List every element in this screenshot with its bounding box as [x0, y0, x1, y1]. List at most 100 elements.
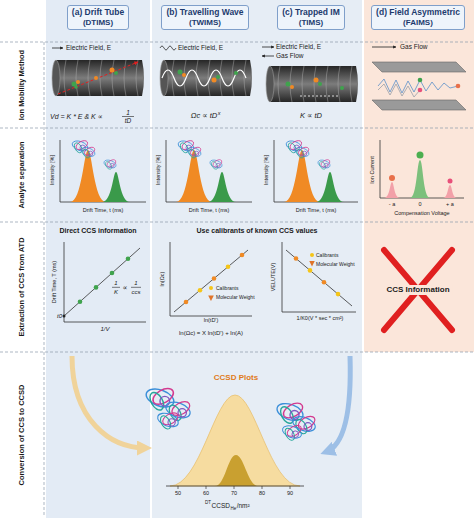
axis-label: Drift Time, t (ms) [83, 208, 124, 214]
column-backgrounds-part [364, 0, 474, 352]
header-text: (DTIMS) [72, 18, 124, 27]
ccs-plot-c-part [294, 256, 299, 261]
drift-plot-a-part [80, 146, 96, 160]
drift-tube-part [52, 48, 63, 49]
ccs-plot-c [282, 242, 356, 312]
ion-cluster-part [178, 70, 183, 75]
ion-cluster-part [234, 71, 238, 75]
faims-plot-part [389, 175, 395, 181]
drift-plot-c-part [294, 146, 310, 160]
faims-plates-part [456, 84, 461, 89]
drift-tube-part [58, 62, 138, 94]
formula: 1 [114, 280, 117, 286]
ccsd-plot-part-part [290, 486, 291, 489]
header-text: (TWIMS) [166, 18, 243, 27]
ccs-plot-b [170, 242, 252, 316]
axis-label: ln(Ωc) [160, 272, 166, 287]
formula: 1 [134, 280, 137, 286]
ccsd-plot-part [281, 423, 303, 442]
faims-plot-part [380, 140, 464, 198]
axis-label: Compensation Voltage [394, 211, 449, 217]
faims-plot-part [384, 182, 400, 198]
formula: ln(Ωc) = X ln(tD') + ln(A) [179, 330, 243, 336]
column-backgrounds-part [46, 0, 150, 518]
panel-heading: Use calibrants of known CCS values [197, 227, 318, 234]
header-text: (TIMS) [282, 18, 340, 27]
drift-plot-a-part [71, 139, 89, 154]
travelling-wave-tube [160, 46, 252, 96]
formula: x [218, 111, 221, 117]
panel-heading: Direct CCS information [59, 227, 136, 234]
field-label: Electric Field, E [276, 44, 321, 51]
row-label: Analyte separation [18, 141, 26, 208]
faims-plates-part [372, 47, 396, 48]
ccs-plot-b-part [240, 253, 245, 258]
ccs-plot-c-part [310, 253, 314, 257]
tick-label: 90 [287, 491, 293, 497]
flow-label: Gas Flow [400, 44, 427, 51]
ccsd-plot-part-part [262, 486, 263, 489]
ccs-plot-a-part [64, 248, 140, 316]
tick-label: 60 [203, 491, 209, 497]
method-header: (a) Drift Tube(DTIMS) [67, 5, 129, 30]
faims-plot-part [417, 152, 424, 159]
intercept-label: t0 [57, 313, 62, 319]
ccs-plot-b-part [170, 242, 252, 316]
drift-plot-a-part [60, 140, 146, 202]
formula: tD [125, 118, 132, 125]
axis-label: Ion Current [370, 156, 376, 184]
plot-title: CCSD Plots [214, 374, 258, 382]
axis-label: Drift Time, T (ms) [52, 261, 58, 303]
faims-plates-part [378, 84, 420, 97]
ccsd-plot-part [166, 486, 304, 487]
ccsd-plot-part [178, 486, 290, 489]
row-dividers [0, 42, 474, 517]
tick-label: 80 [259, 491, 265, 497]
header-text: (a) Drift Tube [72, 8, 124, 18]
ccs-plot-b-part [210, 293, 211, 301]
header-text: (d) Field Asymmetric [376, 8, 460, 18]
ccs-plot-a-part [63, 315, 66, 318]
ccsd-plot-part [291, 414, 317, 436]
ccsd-plot [144, 385, 317, 489]
legend-text: Calibrants [316, 253, 339, 258]
formula: Vd = K * E & K ∝ [50, 113, 103, 120]
formula: K ∝ tD [300, 112, 322, 120]
ion-cluster-part [74, 85, 78, 89]
ion-cluster [72, 68, 119, 89]
axis-label: Intensity [%] [50, 155, 56, 185]
method-header: (d) Field Asymmetric(FAIMS) [371, 5, 465, 30]
ion-cluster-part [318, 82, 322, 86]
field-label: Electric Field, E [178, 45, 223, 52]
drift-plot-b-part [208, 172, 236, 202]
row-dividers-part [0, 352, 474, 353]
ccs-plot-c-part [282, 242, 356, 312]
ion-cluster-part [94, 76, 98, 80]
axis-label: Intensity [%] [156, 155, 162, 185]
ccs-plot-b-part [209, 286, 213, 290]
field-label: Electric Field, E [66, 45, 111, 52]
tick-label: 50 [175, 491, 181, 497]
travelling-wave-tube-part [162, 70, 246, 86]
row-dividers-part [0, 222, 474, 223]
ion-cluster-part [314, 78, 319, 83]
ion-cluster-part [110, 68, 115, 73]
ion-cluster-part [290, 85, 294, 89]
tick-label: + a [446, 202, 454, 208]
header-text: (c) Trapped IM [282, 8, 340, 18]
header-text: (b) Travelling Wave [166, 8, 243, 18]
ccs-plot-c-part [322, 280, 327, 285]
drift-plot-a-part [103, 158, 117, 170]
ccs-plot-a-part [112, 287, 120, 288]
trapped-im-tube [262, 47, 358, 102]
faims-plates-part [418, 88, 423, 93]
drift-plot-b-part [166, 140, 252, 202]
row-dividers-part [0, 42, 474, 43]
axis-label: ln(tD') [204, 318, 219, 324]
drift-plot-c [274, 139, 358, 202]
ccs-plot-a-part [110, 271, 115, 276]
drift-plot-c-part [285, 139, 303, 154]
ccsd-plot-part [215, 455, 258, 486]
formula: K [114, 289, 118, 295]
